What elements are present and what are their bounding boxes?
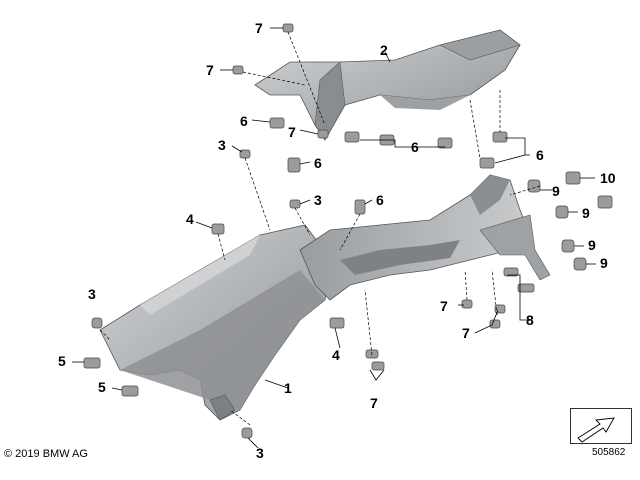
fasteners bbox=[83, 23, 613, 439]
callout-7: 7 bbox=[440, 298, 448, 314]
callout-3: 3 bbox=[88, 286, 96, 302]
part-subframe bbox=[299, 174, 551, 301]
callout-6: 6 bbox=[411, 139, 419, 155]
assembly-lines bbox=[99, 31, 541, 426]
callout-4: 4 bbox=[186, 211, 194, 227]
callout-8: 8 bbox=[526, 312, 534, 328]
leader-lines bbox=[72, 27, 596, 449]
copyright-notice: © 2019 BMW AG bbox=[4, 448, 88, 460]
callout-2: 2 bbox=[380, 42, 388, 58]
part-2-rear-bracket bbox=[254, 29, 521, 141]
callout-7: 7 bbox=[288, 124, 296, 140]
callout-4: 4 bbox=[332, 347, 340, 363]
callout-9: 9 bbox=[582, 205, 590, 221]
callout-9: 9 bbox=[588, 237, 596, 253]
callout-5: 5 bbox=[98, 379, 106, 395]
callout-7: 7 bbox=[462, 325, 470, 341]
callout-6: 6 bbox=[536, 147, 544, 163]
callout-labels: 7 7 2 6 7 3 6 6 6 3 6 4 9 10 9 9 9 3 7 8… bbox=[58, 20, 616, 461]
callout-3: 3 bbox=[256, 445, 264, 461]
callout-9: 9 bbox=[600, 255, 608, 271]
arrow-reference-icon bbox=[577, 417, 615, 443]
callout-9: 9 bbox=[552, 183, 560, 199]
callout-7: 7 bbox=[206, 62, 214, 78]
callout-1: 1 bbox=[284, 380, 292, 396]
callout-7: 7 bbox=[255, 20, 263, 36]
callout-7: 7 bbox=[370, 395, 378, 411]
callout-5: 5 bbox=[58, 353, 66, 369]
callout-6: 6 bbox=[240, 113, 248, 129]
callout-3: 3 bbox=[314, 192, 322, 208]
callout-6: 6 bbox=[376, 192, 384, 208]
callout-3: 3 bbox=[218, 137, 226, 153]
callout-6: 6 bbox=[314, 155, 322, 171]
diagram-reference-number: 505862 bbox=[592, 447, 626, 458]
part-1-rear-fender bbox=[99, 224, 331, 421]
callout-10: 10 bbox=[600, 170, 616, 186]
